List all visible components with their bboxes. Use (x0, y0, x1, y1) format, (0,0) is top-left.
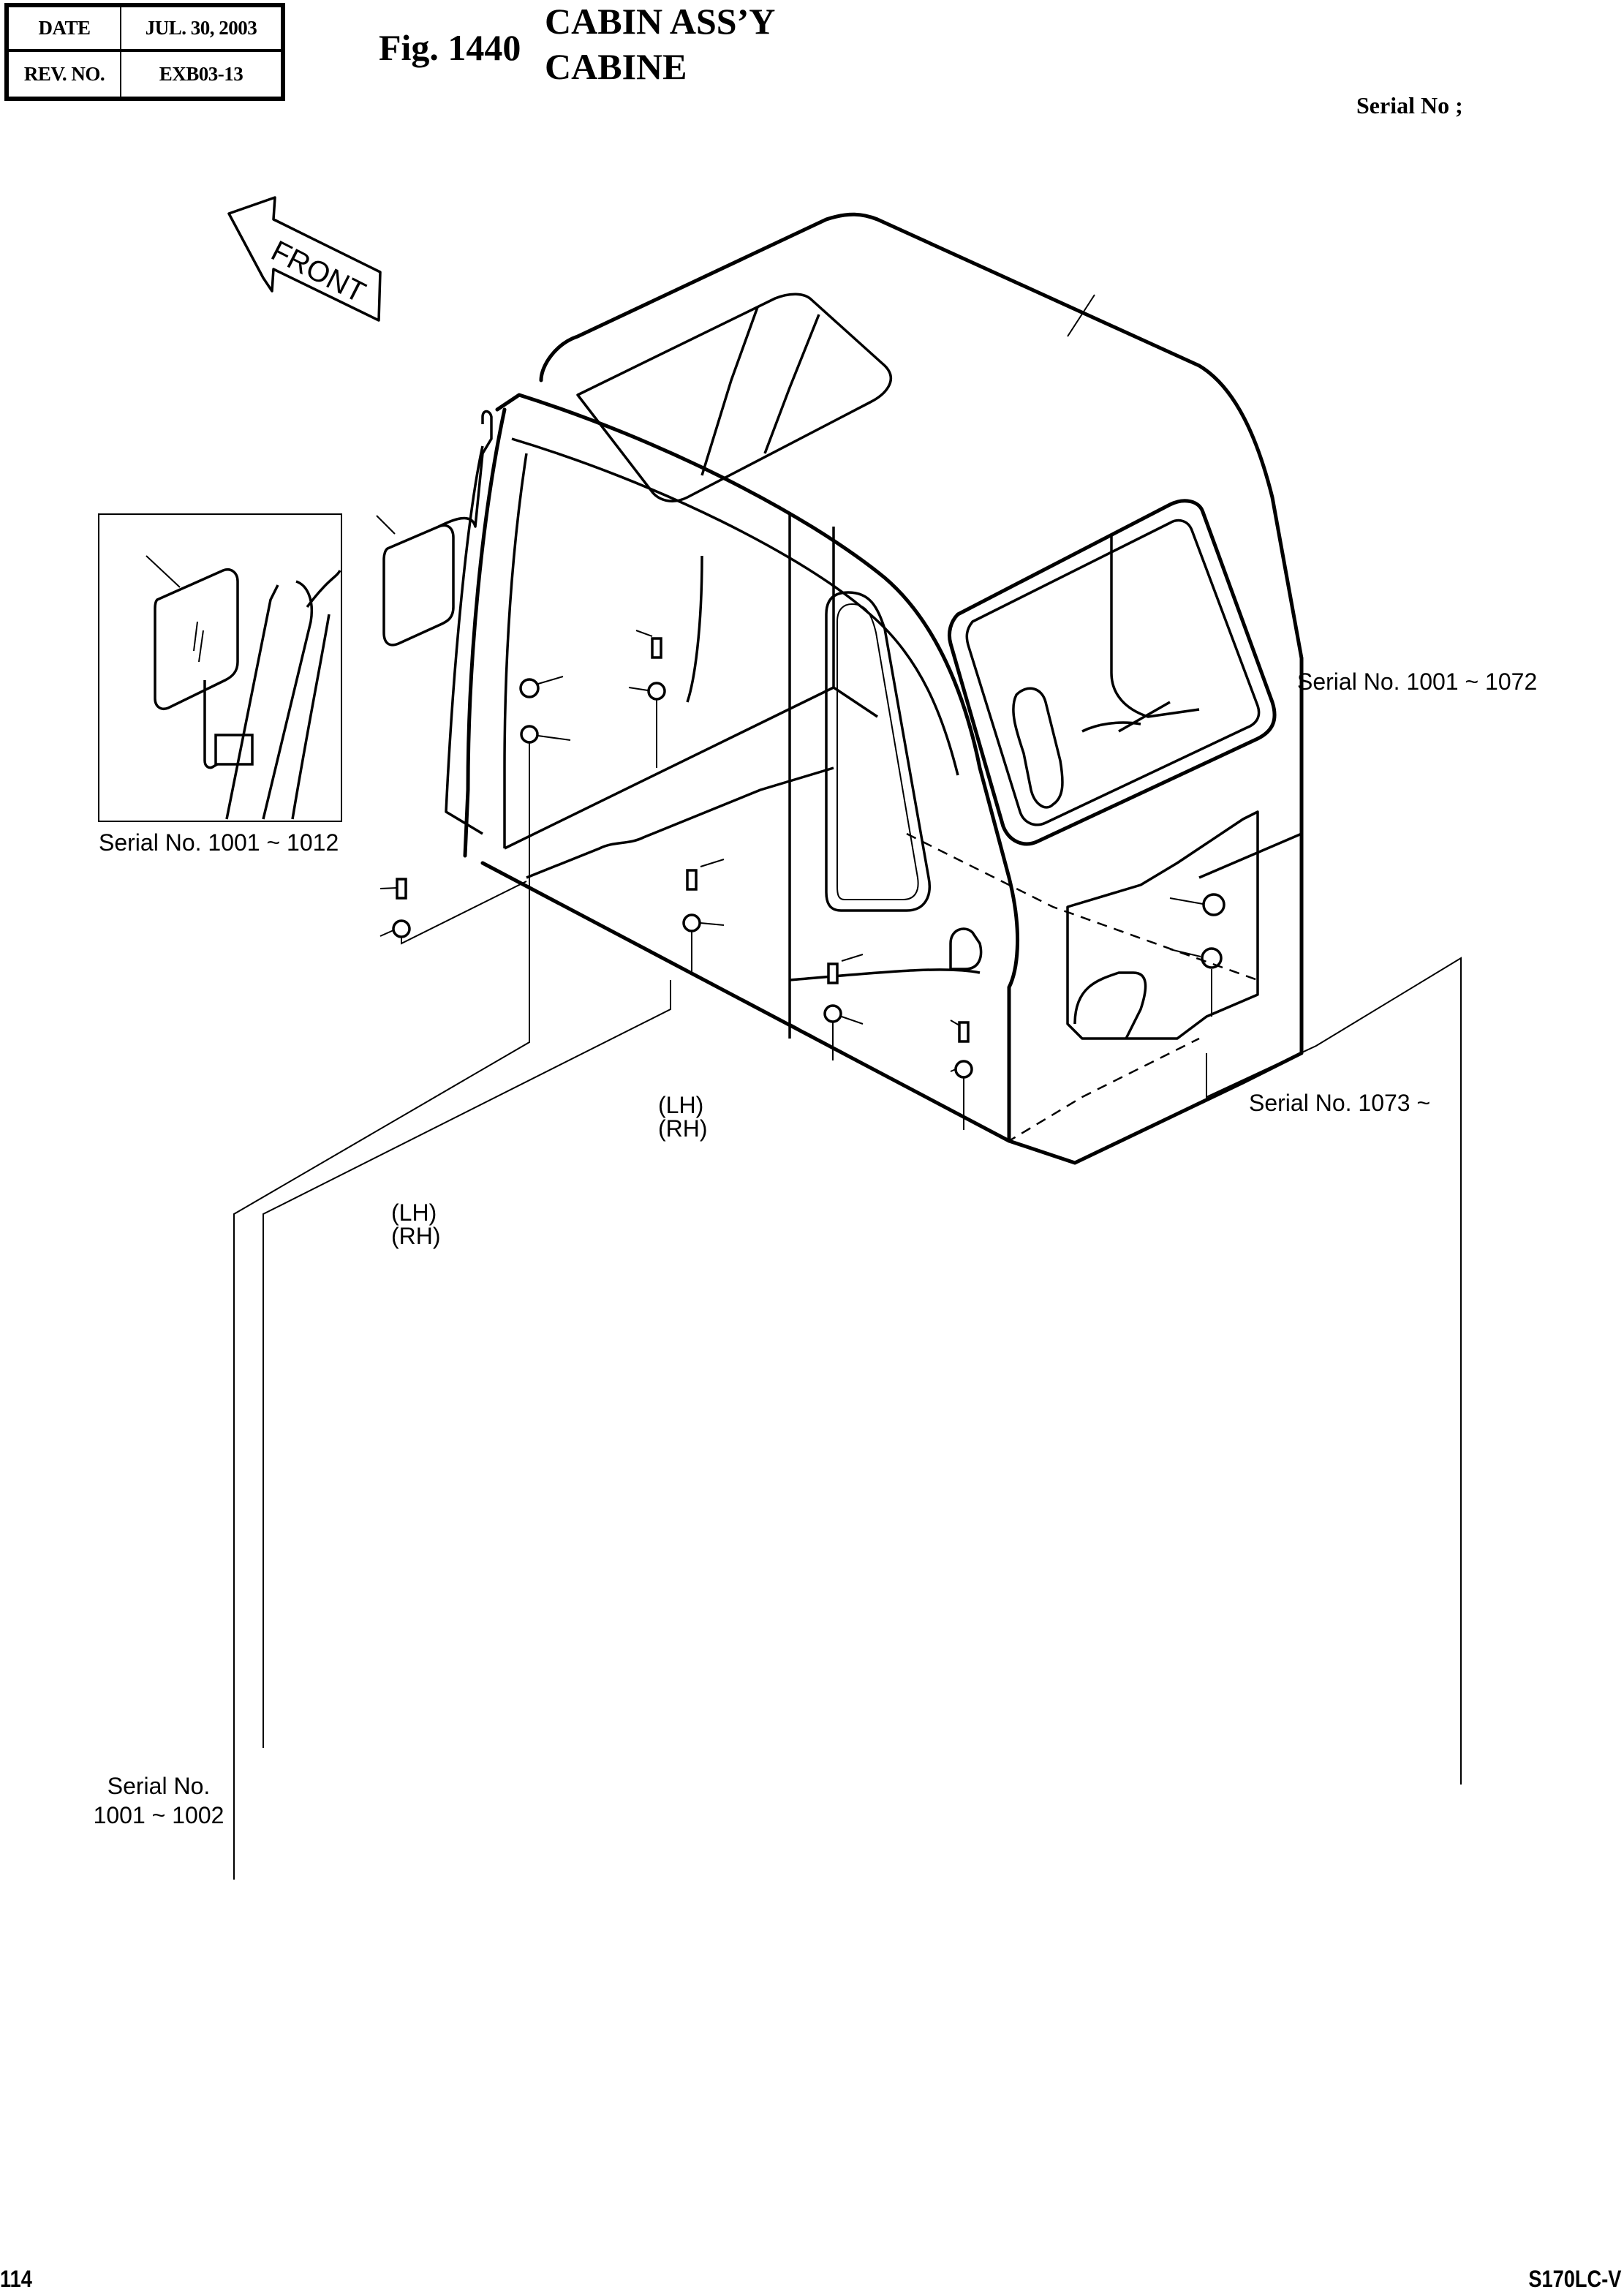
lever-rod-rh-callout: (RH) (391, 1223, 441, 1249)
lever-knob-lh-callout: (LH) (658, 1092, 704, 1118)
revision-table: DATE JUL. 30, 2003 REV. NO. EXB03-13 (4, 3, 285, 101)
rev-value: EXB03-13 (159, 63, 243, 85)
date-value: JUL. 30, 2003 (121, 7, 281, 52)
title-french: CABINE (545, 46, 687, 87)
inset-vent-louver-serial-label: Serial No. 1001 ~ 1072 (1297, 668, 1538, 695)
inset-pedal-covers-serial-line1: Serial No. (107, 1773, 211, 1799)
inset-pedal-covers-serial-line2: 1001 ~ 1002 (93, 1802, 224, 1828)
front-arrow-icon: FRONT (227, 196, 382, 322)
inset-mirror (98, 513, 342, 822)
inset-mirror-serial-label: Serial No. 1001 ~ 1012 (99, 829, 339, 856)
rev-label: REV. NO. (9, 52, 121, 97)
lever-knob-rh-callout: (RH) (658, 1115, 708, 1142)
date-label: DATE (9, 7, 121, 52)
page-number: 114 (0, 2266, 32, 2292)
serial-number-label: Serial No ; (1356, 92, 1463, 118)
model-name: S170LC-V (1528, 2266, 1621, 2292)
inset-vent-duct-serial-label: Serial No. 1073 ~ (1249, 1090, 1431, 1116)
side-mirror (376, 410, 493, 835)
lever-rod-lh-callout: (LH) (391, 1199, 437, 1226)
cabin-mount-bolts (379, 630, 973, 1130)
title-english: CABIN ASS’Y (545, 1, 776, 42)
figure-number: Fig. 1440 (379, 27, 521, 68)
cabin-body (233, 212, 1462, 1880)
